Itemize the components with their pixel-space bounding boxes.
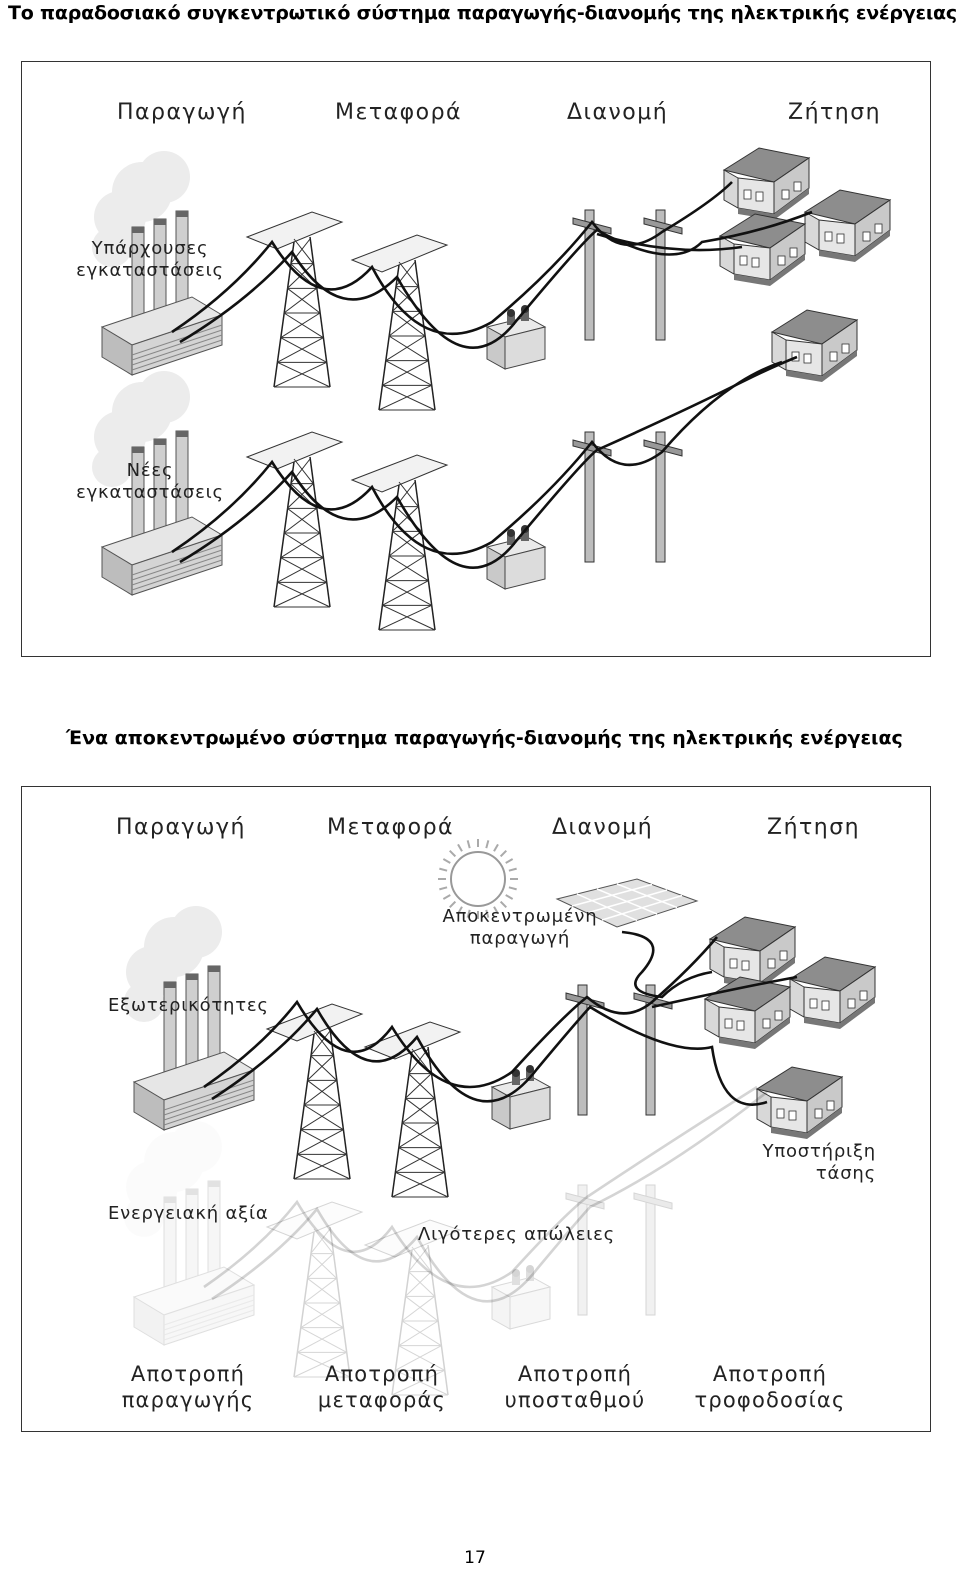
avoided-substation: Αποτροπή υποσταθμού bbox=[480, 1361, 670, 1413]
transmission-tower bbox=[245, 211, 344, 388]
transformer bbox=[485, 525, 547, 590]
utility-pole bbox=[643, 431, 683, 563]
utility-pole bbox=[565, 1184, 605, 1316]
power-line bbox=[171, 181, 733, 336]
house bbox=[722, 147, 811, 220]
decentralized-illustration bbox=[124, 839, 877, 1396]
transformer bbox=[485, 305, 547, 370]
voltage-support-label: Υποστήριξη τάσης bbox=[722, 1141, 876, 1185]
transformer bbox=[490, 1065, 552, 1130]
transmission-tower bbox=[245, 431, 344, 608]
existing-plants-line1: Υπάρχουσες bbox=[91, 238, 209, 259]
voltage-support-line1: Υποστήριξη bbox=[762, 1141, 876, 1162]
stage-transmission: Μεταφορά bbox=[327, 815, 455, 840]
house bbox=[770, 309, 859, 382]
house bbox=[708, 916, 797, 989]
transformer bbox=[490, 1265, 552, 1330]
utility-pole bbox=[643, 209, 683, 341]
decentralized-system-diagram: Παραγωγή Μεταφορά Διανομή Ζήτηση Αποκεντ… bbox=[21, 786, 931, 1432]
transmission-tower bbox=[363, 1021, 462, 1198]
avoided-substation-line1: Αποτροπή bbox=[517, 1362, 633, 1386]
avoided-substation-line2: υποσταθμού bbox=[504, 1388, 646, 1412]
new-plants-line2: εγκαταστάσεις bbox=[76, 482, 224, 503]
transmission-tower bbox=[265, 1201, 364, 1378]
page-number: 17 bbox=[464, 1548, 486, 1568]
house bbox=[803, 189, 892, 262]
new-plants-line1: Νέες bbox=[126, 460, 174, 481]
title-centralized: Το παραδοσιακό συγκεντρωτικό σύστημα παρ… bbox=[8, 2, 957, 24]
house bbox=[718, 213, 807, 286]
power-line bbox=[651, 975, 798, 1009]
stage-generation: Παραγωγή bbox=[117, 100, 247, 125]
distributed-gen-line2: παραγωγή bbox=[469, 928, 571, 949]
power-plant bbox=[92, 151, 224, 376]
transmission-tower bbox=[350, 454, 449, 631]
distributed-gen-line1: Αποκεντρωμένη bbox=[442, 906, 598, 927]
avoided-generation: Αποτροπή παραγωγής bbox=[98, 1361, 278, 1413]
transmission-tower bbox=[363, 1219, 462, 1396]
stage-transmission: Μεταφορά bbox=[335, 100, 463, 125]
house bbox=[755, 1066, 844, 1139]
power-plant bbox=[124, 1121, 256, 1346]
stage-generation: Παραγωγή bbox=[116, 815, 246, 840]
stage-demand: Ζήτηση bbox=[767, 815, 861, 840]
avoided-feeder-line2: τροφοδοσίας bbox=[694, 1388, 846, 1412]
distributed-generation-label: Αποκεντρωμένη παραγωγή bbox=[430, 906, 610, 950]
avoided-transmission-line2: μεταφοράς bbox=[317, 1388, 447, 1412]
avoided-feeder: Αποτροπή τροφοδοσίας bbox=[670, 1361, 870, 1413]
sun-icon bbox=[438, 839, 518, 919]
power-plant bbox=[124, 906, 256, 1131]
new-plants-label: Νέες εγκαταστάσεις bbox=[70, 460, 230, 504]
stage-demand: Ζήτηση bbox=[788, 100, 882, 125]
power-line bbox=[596, 232, 743, 252]
voltage-support-line2: τάσης bbox=[815, 1163, 876, 1184]
transmission-tower bbox=[350, 234, 449, 411]
avoided-transmission-line1: Αποτροπή bbox=[324, 1362, 440, 1386]
utility-pole bbox=[572, 209, 612, 341]
fewer-losses-label: Λιγότερες απώλειες bbox=[418, 1224, 616, 1245]
avoided-generation-line2: παραγωγής bbox=[121, 1388, 255, 1412]
existing-plants-label: Υπάρχουσες εγκαταστάσεις bbox=[70, 238, 230, 282]
avoided-feeder-line1: Αποτροπή bbox=[712, 1362, 828, 1386]
utility-pole bbox=[633, 1184, 673, 1316]
utility-pole bbox=[572, 431, 612, 563]
power-line bbox=[203, 1085, 758, 1289]
energy-value-label: Ενεργειακή αξία bbox=[108, 1203, 269, 1224]
avoided-generation-line1: Αποτροπή bbox=[130, 1362, 246, 1386]
power-line bbox=[211, 1090, 768, 1303]
power-line bbox=[179, 355, 798, 569]
power-line bbox=[179, 210, 813, 349]
house bbox=[703, 976, 792, 1049]
power-line bbox=[171, 360, 783, 556]
power-line bbox=[203, 936, 718, 1089]
externalities-label: Εξωτερικότητες bbox=[108, 995, 269, 1016]
power-line bbox=[211, 1005, 768, 1106]
stage-distribution: Διανομή bbox=[567, 100, 669, 125]
existing-plants-line2: εγκαταστάσεις bbox=[76, 260, 224, 281]
centralized-system-diagram: Παραγωγή Μεταφορά Διανομή Ζήτηση Υπάρχου… bbox=[21, 61, 931, 657]
stage-distribution: Διανομή bbox=[552, 815, 654, 840]
house bbox=[788, 956, 877, 1029]
title-decentralized: Ένα αποκεντρωμένο σύστημα παραγωγής-διαν… bbox=[66, 727, 903, 749]
centralized-illustration bbox=[92, 147, 892, 631]
power-line bbox=[621, 930, 713, 999]
avoided-transmission: Αποτροπή μεταφοράς bbox=[292, 1361, 472, 1413]
transmission-tower bbox=[265, 1003, 364, 1180]
solar-panel bbox=[555, 878, 699, 928]
